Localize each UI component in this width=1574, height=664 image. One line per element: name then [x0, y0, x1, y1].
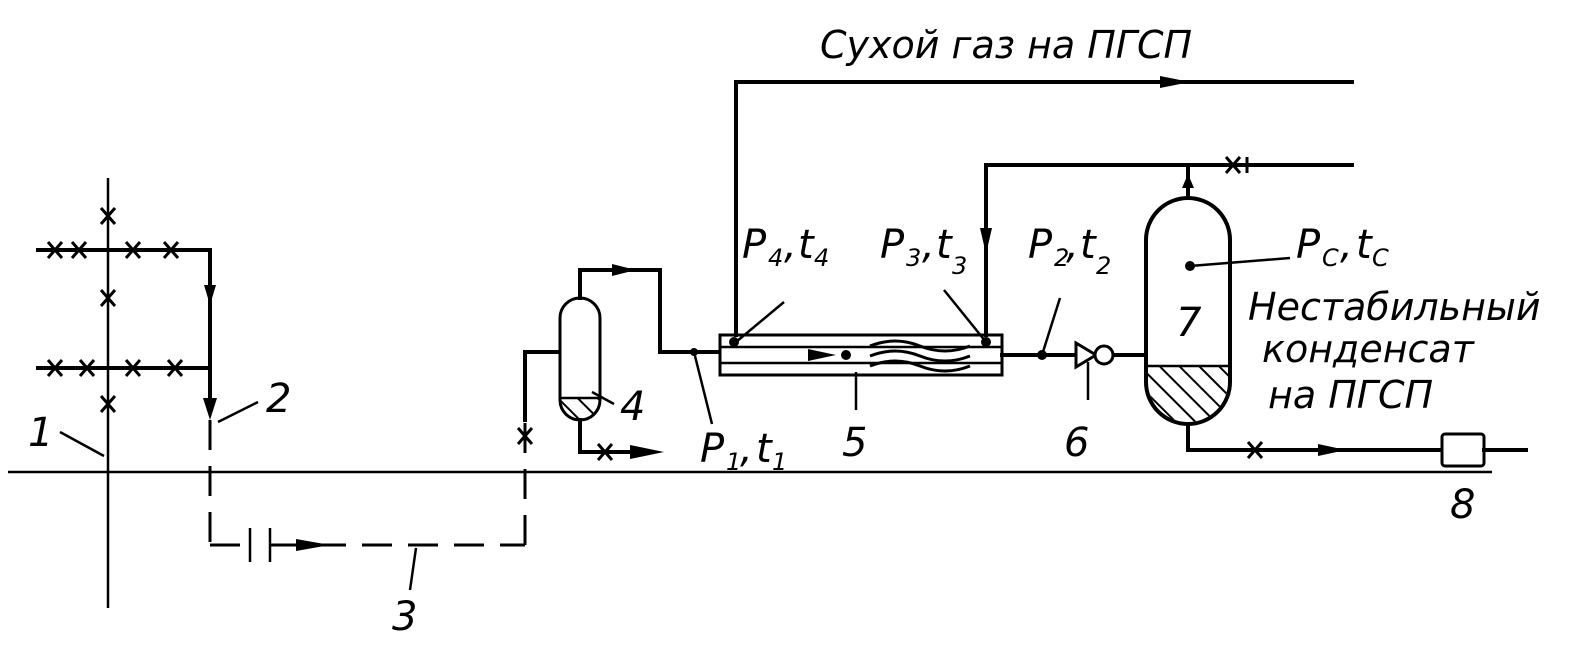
param-p4-t4: P 4 , t 4 [742, 222, 829, 272]
pc-subscript: C [1322, 244, 1339, 272]
label-1: 1 [28, 410, 53, 456]
condensate-label-1: Нестабильный [1248, 285, 1541, 329]
p3-separator: , [922, 222, 935, 268]
t3-subscript: 3 [952, 252, 967, 280]
p2-subscript: 2 [1054, 244, 1069, 272]
riser-to-separator [516, 350, 562, 445]
t4-subscript: 4 [814, 244, 829, 272]
param-p1-t1: P 1 , t 1 [700, 426, 787, 476]
label-8: 8 [1450, 482, 1475, 528]
p3-subscript: 3 [906, 244, 921, 272]
meter-8 [1440, 432, 1528, 468]
param-p3-t3: P 3 , t 3 [880, 222, 967, 280]
p2-symbol: P [1028, 222, 1053, 268]
t3-symbol: t [936, 222, 953, 268]
manifold-valves [46, 207, 184, 413]
p3-symbol: P [880, 222, 905, 268]
pc-separator: , [1340, 222, 1353, 268]
dry-gas-label: Сухой газ на ПГСП [820, 23, 1192, 67]
p1-separator: , [740, 426, 753, 472]
heat-exchanger-5 [718, 333, 1004, 377]
pc-symbol: P [1296, 222, 1321, 268]
label-6: 6 [1064, 420, 1089, 466]
p2-separator: , [1066, 222, 1079, 268]
p1-subscript: 1 [726, 448, 741, 476]
t1-symbol: t [756, 426, 773, 472]
param-p2-t2: P 2 , t 2 [1028, 222, 1111, 280]
tc-subscript: C [1372, 244, 1389, 272]
separator-4 [558, 264, 722, 461]
label-4: 4 [620, 384, 645, 430]
p4-symbol: P [742, 222, 767, 268]
t2-subscript: 2 [1096, 252, 1111, 280]
label-7: 7 [1176, 300, 1202, 346]
tc-symbol: t [1356, 222, 1373, 268]
condensate-label-2: конденсат [1262, 327, 1476, 371]
well-manifold [36, 178, 217, 608]
p1-symbol: P [700, 426, 725, 472]
separator-7 [1144, 196, 1444, 459]
t4-symbol: t [798, 222, 815, 268]
return-gas-line [980, 156, 1354, 337]
p4-subscript: 4 [768, 244, 783, 272]
underground-pipeline [208, 420, 527, 562]
p4-separator: , [784, 222, 797, 268]
label-2: 2 [266, 376, 291, 422]
throttle-6 [1000, 340, 1152, 400]
leader-lines [59, 289, 1062, 591]
t1-subscript: 1 [772, 448, 787, 476]
dry-gas-line [734, 76, 1354, 337]
param-pc-tc: P C , t C [1296, 222, 1389, 272]
label-5: 5 [842, 420, 867, 466]
t2-symbol: t [1080, 222, 1097, 268]
label-3: 3 [392, 594, 417, 640]
condensate-label-3: на ПГСП [1268, 373, 1433, 417]
